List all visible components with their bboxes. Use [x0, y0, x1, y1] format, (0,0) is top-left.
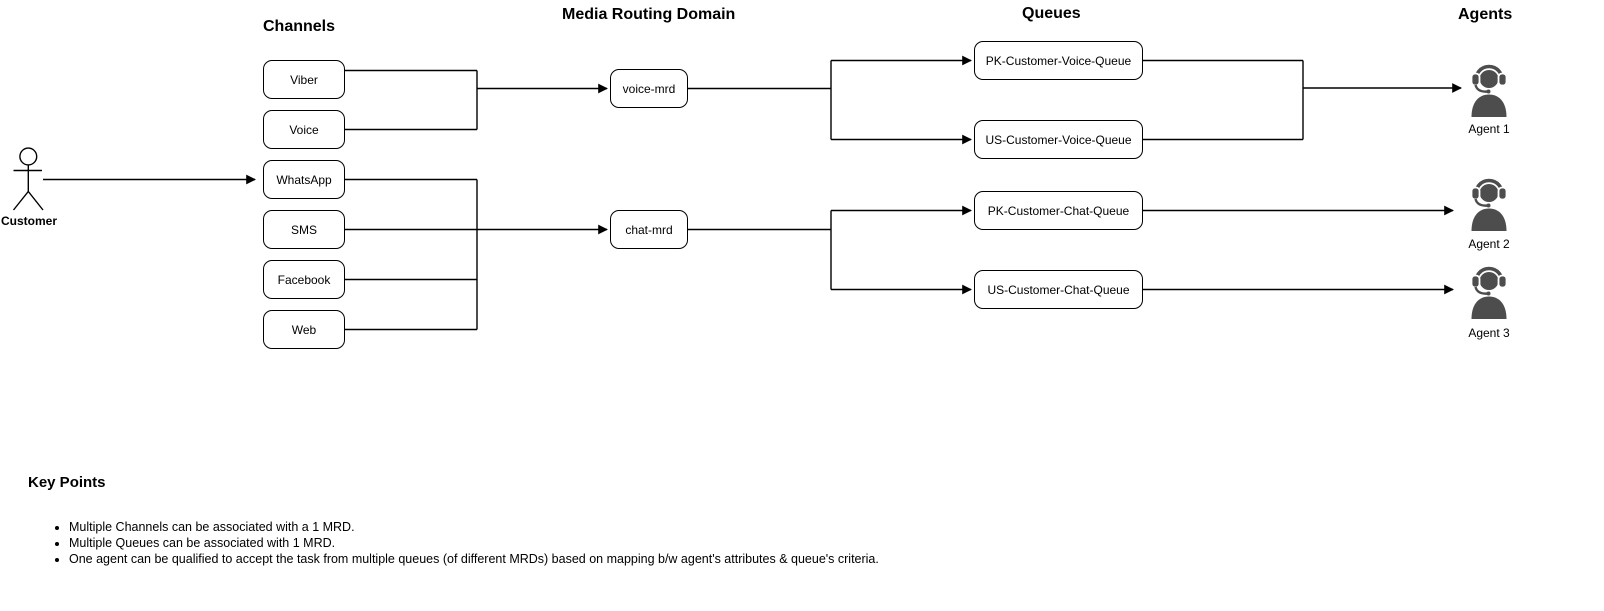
- channel-node-facebook: Facebook: [263, 260, 345, 299]
- queue-node-pk-chat: PK-Customer-Chat-Queue: [974, 191, 1143, 230]
- key-points-list: Multiple Channels can be associated with…: [50, 520, 879, 568]
- key-point-item: One agent can be qualified to accept the…: [69, 552, 879, 568]
- agent2-label: Agent 2: [1468, 237, 1510, 251]
- channel-node-sms: SMS: [263, 210, 345, 249]
- queues-header: Queues: [1022, 5, 1081, 22]
- customer-actor-icon: [12, 147, 44, 211]
- channel-node-web: Web: [263, 310, 345, 349]
- channels-header: Channels: [263, 18, 336, 35]
- key-point-item: Multiple Channels can be associated with…: [69, 520, 879, 536]
- media-routing-domain-header: Media Routing Domain: [562, 6, 736, 23]
- agent3-label: Agent 3: [1468, 326, 1510, 340]
- agent1-label: Agent 1: [1468, 122, 1510, 136]
- agent1-headset-icon: [1470, 63, 1508, 117]
- channel-node-viber: Viber: [263, 60, 345, 99]
- queue-node-us-voice: US-Customer-Voice-Queue: [974, 120, 1143, 159]
- agent3-headset-icon: [1470, 265, 1508, 319]
- channel-node-whatsapp: WhatsApp: [263, 160, 345, 199]
- mrd-node-chat: chat-mrd: [610, 210, 688, 249]
- mrd-node-voice: voice-mrd: [610, 69, 688, 108]
- key-point-item: Multiple Queues can be associated with 1…: [69, 536, 879, 552]
- queue-node-pk-voice: PK-Customer-Voice-Queue: [974, 41, 1143, 80]
- queue-node-us-chat: US-Customer-Chat-Queue: [974, 270, 1143, 309]
- key-points-title: Key Points: [28, 474, 106, 491]
- channel-node-voice: Voice: [263, 110, 345, 149]
- agents-header: Agents: [1458, 6, 1513, 23]
- customer-label: Customer: [0, 214, 57, 228]
- agent2-headset-icon: [1470, 177, 1508, 231]
